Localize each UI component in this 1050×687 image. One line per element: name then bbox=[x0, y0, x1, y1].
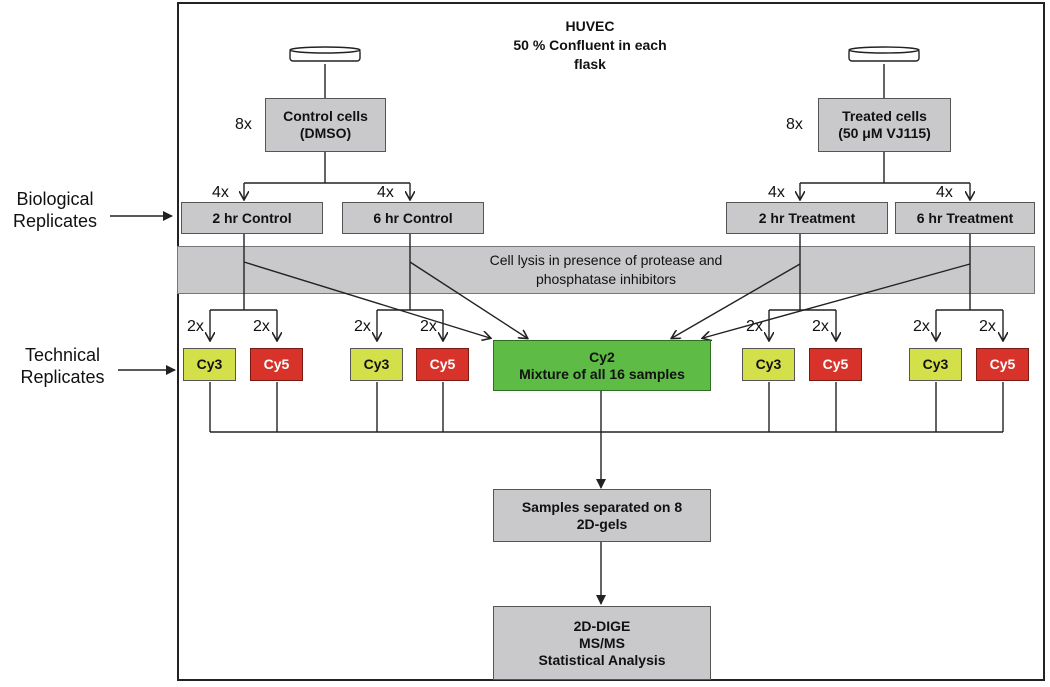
gel-separation-box: Samples separated on 8 2D-gels bbox=[493, 489, 711, 542]
group-6hr-treatment: 6 hr Treatment bbox=[895, 202, 1035, 234]
tech-count-1: 2x bbox=[187, 318, 204, 335]
cy5-box-1: Cy5 bbox=[250, 348, 303, 381]
cy3-box-1: Cy3 bbox=[183, 348, 236, 381]
treated-cells-box: Treated cells (50 μM VJ115) bbox=[818, 98, 951, 152]
cy3-box-4: Cy3 bbox=[909, 348, 962, 381]
cy3-box-3: Cy3 bbox=[742, 348, 795, 381]
header-line3: flask bbox=[574, 56, 606, 72]
tech-count-2: 2x bbox=[253, 318, 270, 335]
control-cells-box: Control cells (DMSO) bbox=[265, 98, 386, 152]
diagram-frame bbox=[177, 2, 1045, 681]
control-flask-icon bbox=[289, 46, 361, 62]
tech-count-7: 2x bbox=[913, 318, 930, 335]
bio-count-c6: 4x bbox=[377, 184, 394, 201]
tech-count-8: 2x bbox=[979, 318, 996, 335]
cy3-box-2: Cy3 bbox=[350, 348, 403, 381]
cy5-box-3: Cy5 bbox=[809, 348, 862, 381]
bio-count-t2: 4x bbox=[768, 184, 785, 201]
tech-count-6: 2x bbox=[812, 318, 829, 335]
cy2-mixture-box: Cy2 Mixture of all 16 samples bbox=[493, 340, 711, 391]
bio-count-c2: 4x bbox=[212, 184, 229, 201]
control-count-label: 8x bbox=[235, 116, 252, 133]
tech-count-5: 2x bbox=[746, 318, 763, 335]
analysis-box: 2D-DIGE MS/MS Statistical Analysis bbox=[493, 606, 711, 680]
technical-replicates-label: Technical Replicates bbox=[20, 345, 105, 387]
group-6hr-control: 6 hr Control bbox=[342, 202, 484, 234]
tech-count-3: 2x bbox=[354, 318, 371, 335]
lysis-line1: Cell lysis in presence of protease and bbox=[489, 252, 723, 268]
group-2hr-control: 2 hr Control bbox=[181, 202, 323, 234]
bio-count-t6: 4x bbox=[936, 184, 953, 201]
lysis-line2: phosphatase inhibitors bbox=[535, 271, 677, 287]
tech-count-4: 2x bbox=[420, 318, 437, 335]
header-title: HUVEC 50 % Confluent in each flask bbox=[480, 17, 700, 74]
cy5-box-2: Cy5 bbox=[416, 348, 469, 381]
header-line1: HUVEC bbox=[565, 18, 615, 34]
group-2hr-treatment: 2 hr Treatment bbox=[726, 202, 888, 234]
treated-count-label: 8x bbox=[786, 116, 803, 133]
treated-flask-icon bbox=[848, 46, 920, 62]
cy5-box-4: Cy5 bbox=[976, 348, 1029, 381]
header-line2: 50 % Confluent in each bbox=[513, 37, 667, 53]
biological-replicates-label: Biological Replicates bbox=[12, 189, 98, 231]
